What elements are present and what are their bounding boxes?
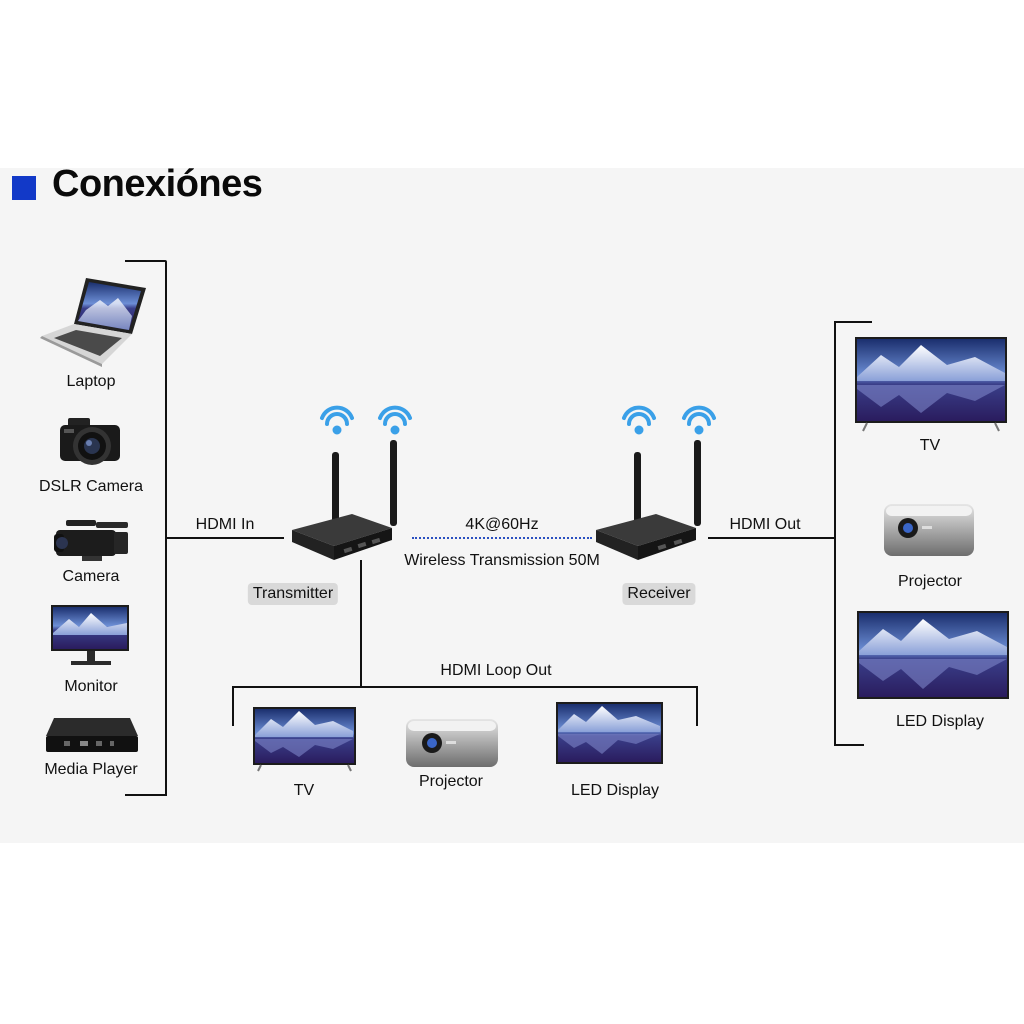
dslr-camera-icon <box>60 418 120 465</box>
camcorder-icon <box>54 520 128 561</box>
source-label-laptop: Laptop <box>66 373 116 390</box>
hdmi-out-line <box>708 537 836 539</box>
loop-label-projector: Projector <box>418 773 484 790</box>
receiver-device-icon <box>596 405 716 560</box>
transmitter-tag: Transmitter <box>247 583 339 605</box>
media-player-icon <box>46 718 138 752</box>
hdmi-out-label: HDMI Out <box>729 516 801 533</box>
diagram-panel <box>0 168 1024 843</box>
wifi-icon <box>320 405 412 435</box>
hdmi-loop-out-label: HDMI Loop Out <box>440 662 552 679</box>
receiver-tag: Receiver <box>622 583 696 605</box>
led-display-icon <box>556 702 663 764</box>
hdmi-in-label: HDMI In <box>195 516 255 533</box>
loop-out-bracket-left <box>232 686 234 726</box>
output-bracket-bottom <box>834 744 864 746</box>
loop-label-led-display: LED Display <box>570 782 660 799</box>
loop-out-bracket-right <box>696 686 698 726</box>
title-marker <box>12 176 36 200</box>
page-title: Conexiónes <box>52 163 263 205</box>
output-bracket-vertical <box>834 323 836 745</box>
loop-out-bracket-top <box>232 686 698 688</box>
laptop-icon <box>40 278 146 367</box>
source-bracket-bottom <box>125 794 167 796</box>
wifi-icon <box>622 405 716 435</box>
led-display-icon <box>857 611 1009 699</box>
hdmi-in-line <box>166 537 284 539</box>
wireless-link-dotted <box>412 537 592 539</box>
loop-out-drop-line <box>360 560 362 688</box>
loop-label-tv: TV <box>293 782 315 799</box>
source-label-monitor: Monitor <box>64 678 118 695</box>
tv-icon <box>253 707 356 772</box>
transmitter-device-icon <box>292 405 412 560</box>
source-label-camera: Camera <box>62 568 120 585</box>
projector-icon <box>406 719 498 767</box>
projector-icon <box>884 504 974 556</box>
tv-icon <box>855 337 1007 432</box>
output-label-tv: TV <box>919 437 941 454</box>
output-label-led-display: LED Display <box>895 713 985 730</box>
wireless-resolution-label: 4K@60Hz <box>465 516 539 533</box>
monitor-icon <box>51 605 129 665</box>
output-bracket-top <box>834 321 872 323</box>
wireless-range-label: Wireless Transmission 50M <box>404 552 600 569</box>
source-label-dslr-camera: DSLR Camera <box>38 478 144 495</box>
source-bracket-vertical <box>165 262 167 795</box>
source-bracket-top <box>125 260 167 262</box>
source-label-media-player: Media Player <box>44 761 138 778</box>
output-label-projector: Projector <box>897 573 963 590</box>
